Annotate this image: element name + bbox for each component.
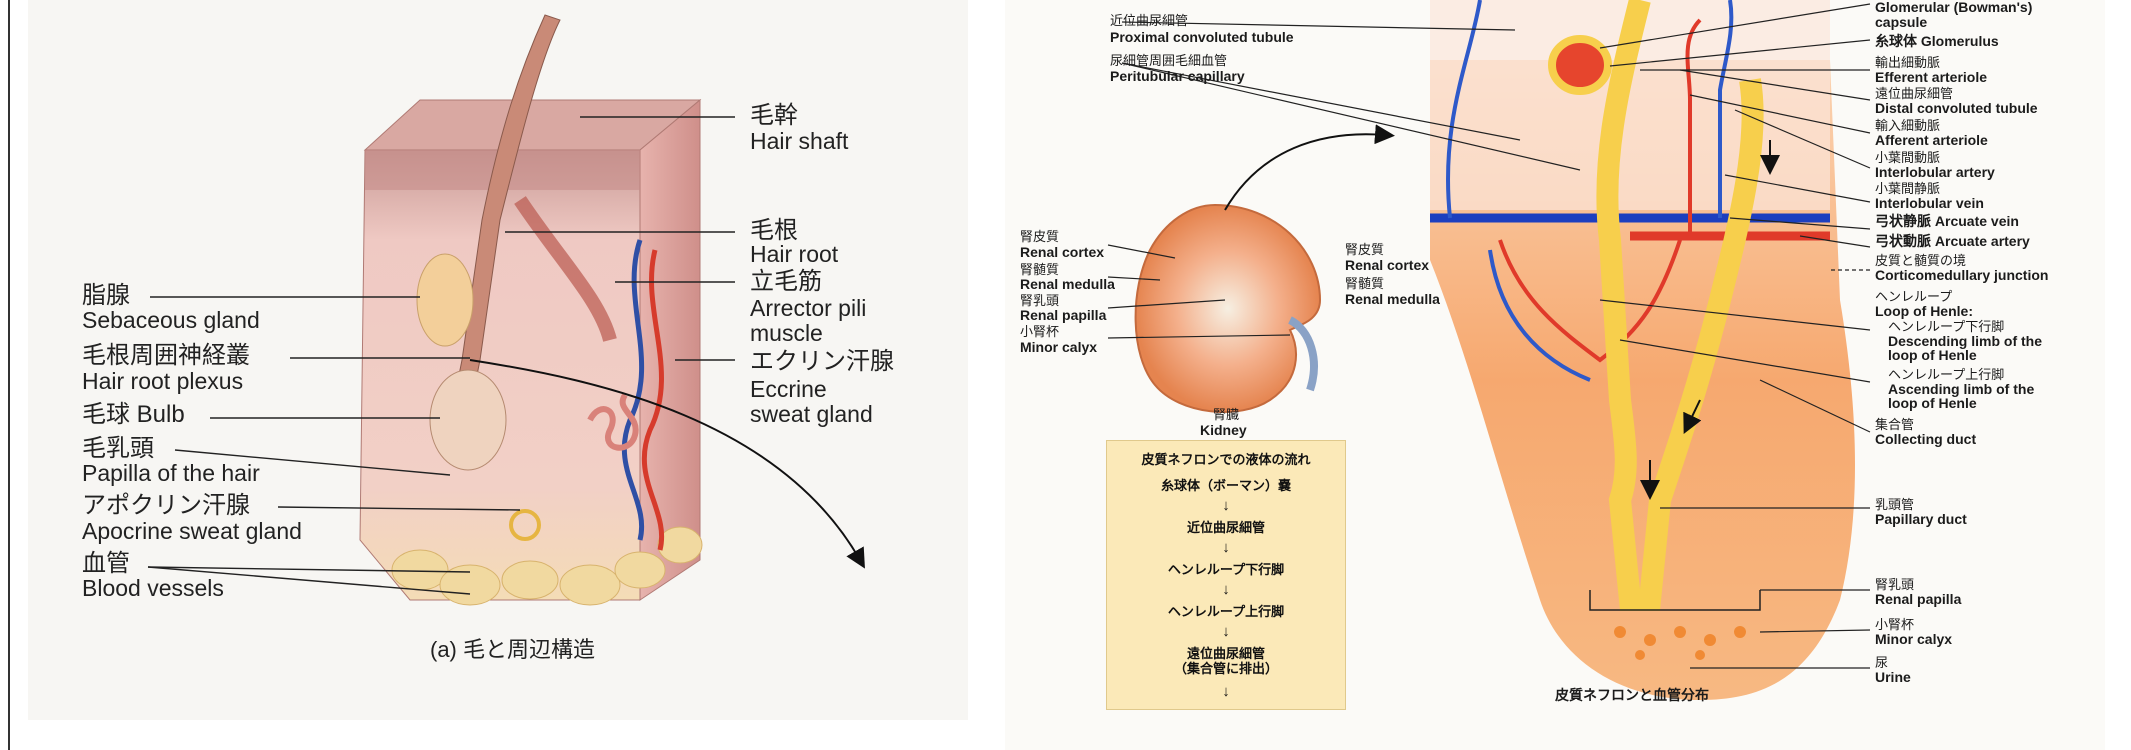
ascending-label-jp: ヘンレループ上行脚 [1888, 368, 2004, 381]
peritubular-label-jp: 尿細管周囲毛細血管 [1110, 54, 1227, 67]
arrector-label-jp: 立毛筋 [750, 270, 822, 294]
kidney-cortex-label-en: Renal cortex [1020, 245, 1104, 259]
papilla-right-label-en: Renal papilla [1875, 592, 1961, 606]
vessels-label-en: Blood vessels [82, 577, 224, 600]
kidney-papilla-label-en: Renal papilla [1020, 308, 1106, 322]
apocrine-label-jp: アポクリン汗腺 [82, 494, 250, 518]
junction-label-jp: 皮質と髄質の境 [1875, 254, 1966, 267]
loop-label-jp: ヘンレループ [1875, 290, 1952, 303]
mid-medulla-label-jp: 腎髄質 [1345, 277, 1384, 290]
left-caption: (a) 毛と周辺構造 [430, 632, 595, 664]
mid-cortex-label-en: Renal cortex [1345, 258, 1429, 272]
bulb-label: 毛球 Bulb [82, 403, 185, 427]
mid-cortex-label-jp: 腎皮質 [1345, 243, 1384, 256]
flow-arrow-icon: ↓ [1107, 683, 1345, 700]
sebaceous-gland-shape [417, 254, 473, 346]
interlobular-artery-label-jp: 小葉間動脈 [1875, 151, 1940, 164]
eccrine-label-jp: エクリン汗腺 [750, 350, 894, 374]
arrector-label-en1: Arrector pili [750, 297, 866, 320]
hair-root-label-jp: 毛根 [750, 219, 798, 243]
bulb-shape [430, 370, 506, 470]
eccrine-label-en1: Eccrine [750, 378, 827, 401]
flow-step-5: 遠位曲尿細管 （集合管に排出） [1107, 647, 1345, 677]
papillary-label-en: Papillary duct [1875, 512, 1967, 526]
urine-label-en: Urine [1875, 670, 1911, 684]
dct-label-en: Distal convoluted tubule [1875, 101, 2038, 115]
loop-label-en: Loop of Henle: [1875, 304, 1973, 318]
capsule-label-en2: capsule [1875, 15, 1927, 29]
arrector-label-en2: muscle [750, 322, 823, 345]
glomerulus-shape [1552, 39, 1608, 91]
apocrine-label-en: Apocrine sweat gland [82, 520, 302, 543]
hair-root-label-en: Hair root [750, 243, 838, 266]
sebaceous-label-jp: 脂腺 [82, 284, 130, 308]
flow-step-1: 糸球体（ボーマン）嚢 [1107, 479, 1345, 494]
junction-label-en: Corticomedullary junction [1875, 268, 2048, 282]
kidney-title-jp: 腎臓 [1213, 408, 1239, 421]
capsule-label-en1: Glomerular (Bowman's) [1875, 0, 2032, 14]
afferent-label-en: Afferent arteriole [1875, 133, 1988, 147]
papilla-right-label-jp: 腎乳頭 [1875, 578, 1914, 591]
fluid-flow-box: 皮質ネフロンでの液体の流れ 糸球体（ボーマン）嚢 ↓ 近位曲尿細管 ↓ ヘンレル… [1106, 440, 1346, 710]
pct-label-jp: 近位曲尿細管 [1110, 14, 1188, 27]
eccrine-label-en2: sweat gland [750, 403, 873, 426]
plexus-label-en: Hair root plexus [82, 370, 243, 393]
papillary-label-jp: 乳頭管 [1875, 498, 1914, 511]
descending-label-en2: loop of Henle [1888, 348, 1977, 362]
flow-arrow-icon: ↓ [1107, 497, 1345, 514]
efferent-label-jp: 輸出細動脈 [1875, 56, 1940, 69]
urine-label-jp: 尿 [1875, 656, 1888, 669]
ascending-label-en1: Ascending limb of the [1888, 382, 2034, 396]
hair-shaft-label-en: Hair shaft [750, 130, 848, 153]
calyx-right-label-jp: 小腎杯 [1875, 618, 1914, 631]
flow-step-4: ヘンレループ上行脚 [1107, 605, 1345, 620]
kidney-cortex-label-jp: 腎皮質 [1020, 230, 1059, 243]
collecting-label-jp: 集合管 [1875, 418, 1914, 431]
papilla-label-en: Papilla of the hair [82, 462, 260, 485]
pct-label-en: Proximal convoluted tubule [1110, 30, 1294, 44]
interlobular-vein-label-en: Interlobular vein [1875, 196, 1984, 210]
interlobular-vein-label-jp: 小葉間静脈 [1875, 182, 1940, 195]
dct-label-jp: 遠位曲尿細管 [1875, 87, 1953, 100]
peritubular-label-en: Peritubular capillary [1110, 69, 1245, 83]
kidney-medulla-label-en: Renal medulla [1020, 277, 1115, 291]
hair-shaft-label-jp: 毛幹 [750, 104, 798, 128]
vessels-label-jp: 血管 [82, 552, 130, 576]
efferent-label-en: Efferent arteriole [1875, 70, 1987, 84]
flow-arrow-icon: ↓ [1107, 539, 1345, 556]
kidney-papilla-label-jp: 腎乳頭 [1020, 294, 1059, 307]
flow-arrow-icon: ↓ [1107, 623, 1345, 640]
flow-step-2: 近位曲尿細管 [1107, 521, 1345, 536]
calyx-right-label-en: Minor calyx [1875, 632, 1952, 646]
descending-label-en1: Descending limb of the [1888, 334, 2042, 348]
descending-label-jp: ヘンレループ下行脚 [1888, 320, 2004, 333]
arcuate-vein-label: 弓状静脈 Arcuate vein [1875, 214, 2019, 228]
flow-step-3: ヘンレループ下行脚 [1107, 563, 1345, 578]
flow-box-title: 皮質ネフロンでの液体の流れ [1107, 449, 1345, 468]
right-caption: 皮質ネフロンと血管分布 [1555, 688, 1709, 702]
flow-arrow-icon: ↓ [1107, 581, 1345, 598]
sebaceous-label-en: Sebaceous gland [82, 309, 260, 332]
collecting-label-en: Collecting duct [1875, 432, 1976, 446]
kidney-title-en: Kidney [1200, 423, 1247, 437]
mid-medulla-label-en: Renal medulla [1345, 292, 1440, 306]
glomerulus-label: 糸球体 Glomerulus [1875, 34, 1999, 48]
papilla-label-jp: 毛乳頭 [82, 437, 154, 461]
arcuate-artery-label: 弓状動脈 Arcuate artery [1875, 234, 2030, 248]
kidney-medulla-label-jp: 腎髄質 [1020, 263, 1059, 276]
ascending-label-en2: loop of Henle [1888, 396, 1977, 410]
afferent-label-jp: 輸入細動脈 [1875, 119, 1940, 132]
kidney-calyx-label-en: Minor calyx [1020, 340, 1097, 354]
plexus-label-jp: 毛根周囲神経叢 [82, 344, 250, 368]
kidney-calyx-label-jp: 小腎杯 [1020, 325, 1059, 338]
interlobular-artery-label-en: Interlobular artery [1875, 165, 1995, 179]
